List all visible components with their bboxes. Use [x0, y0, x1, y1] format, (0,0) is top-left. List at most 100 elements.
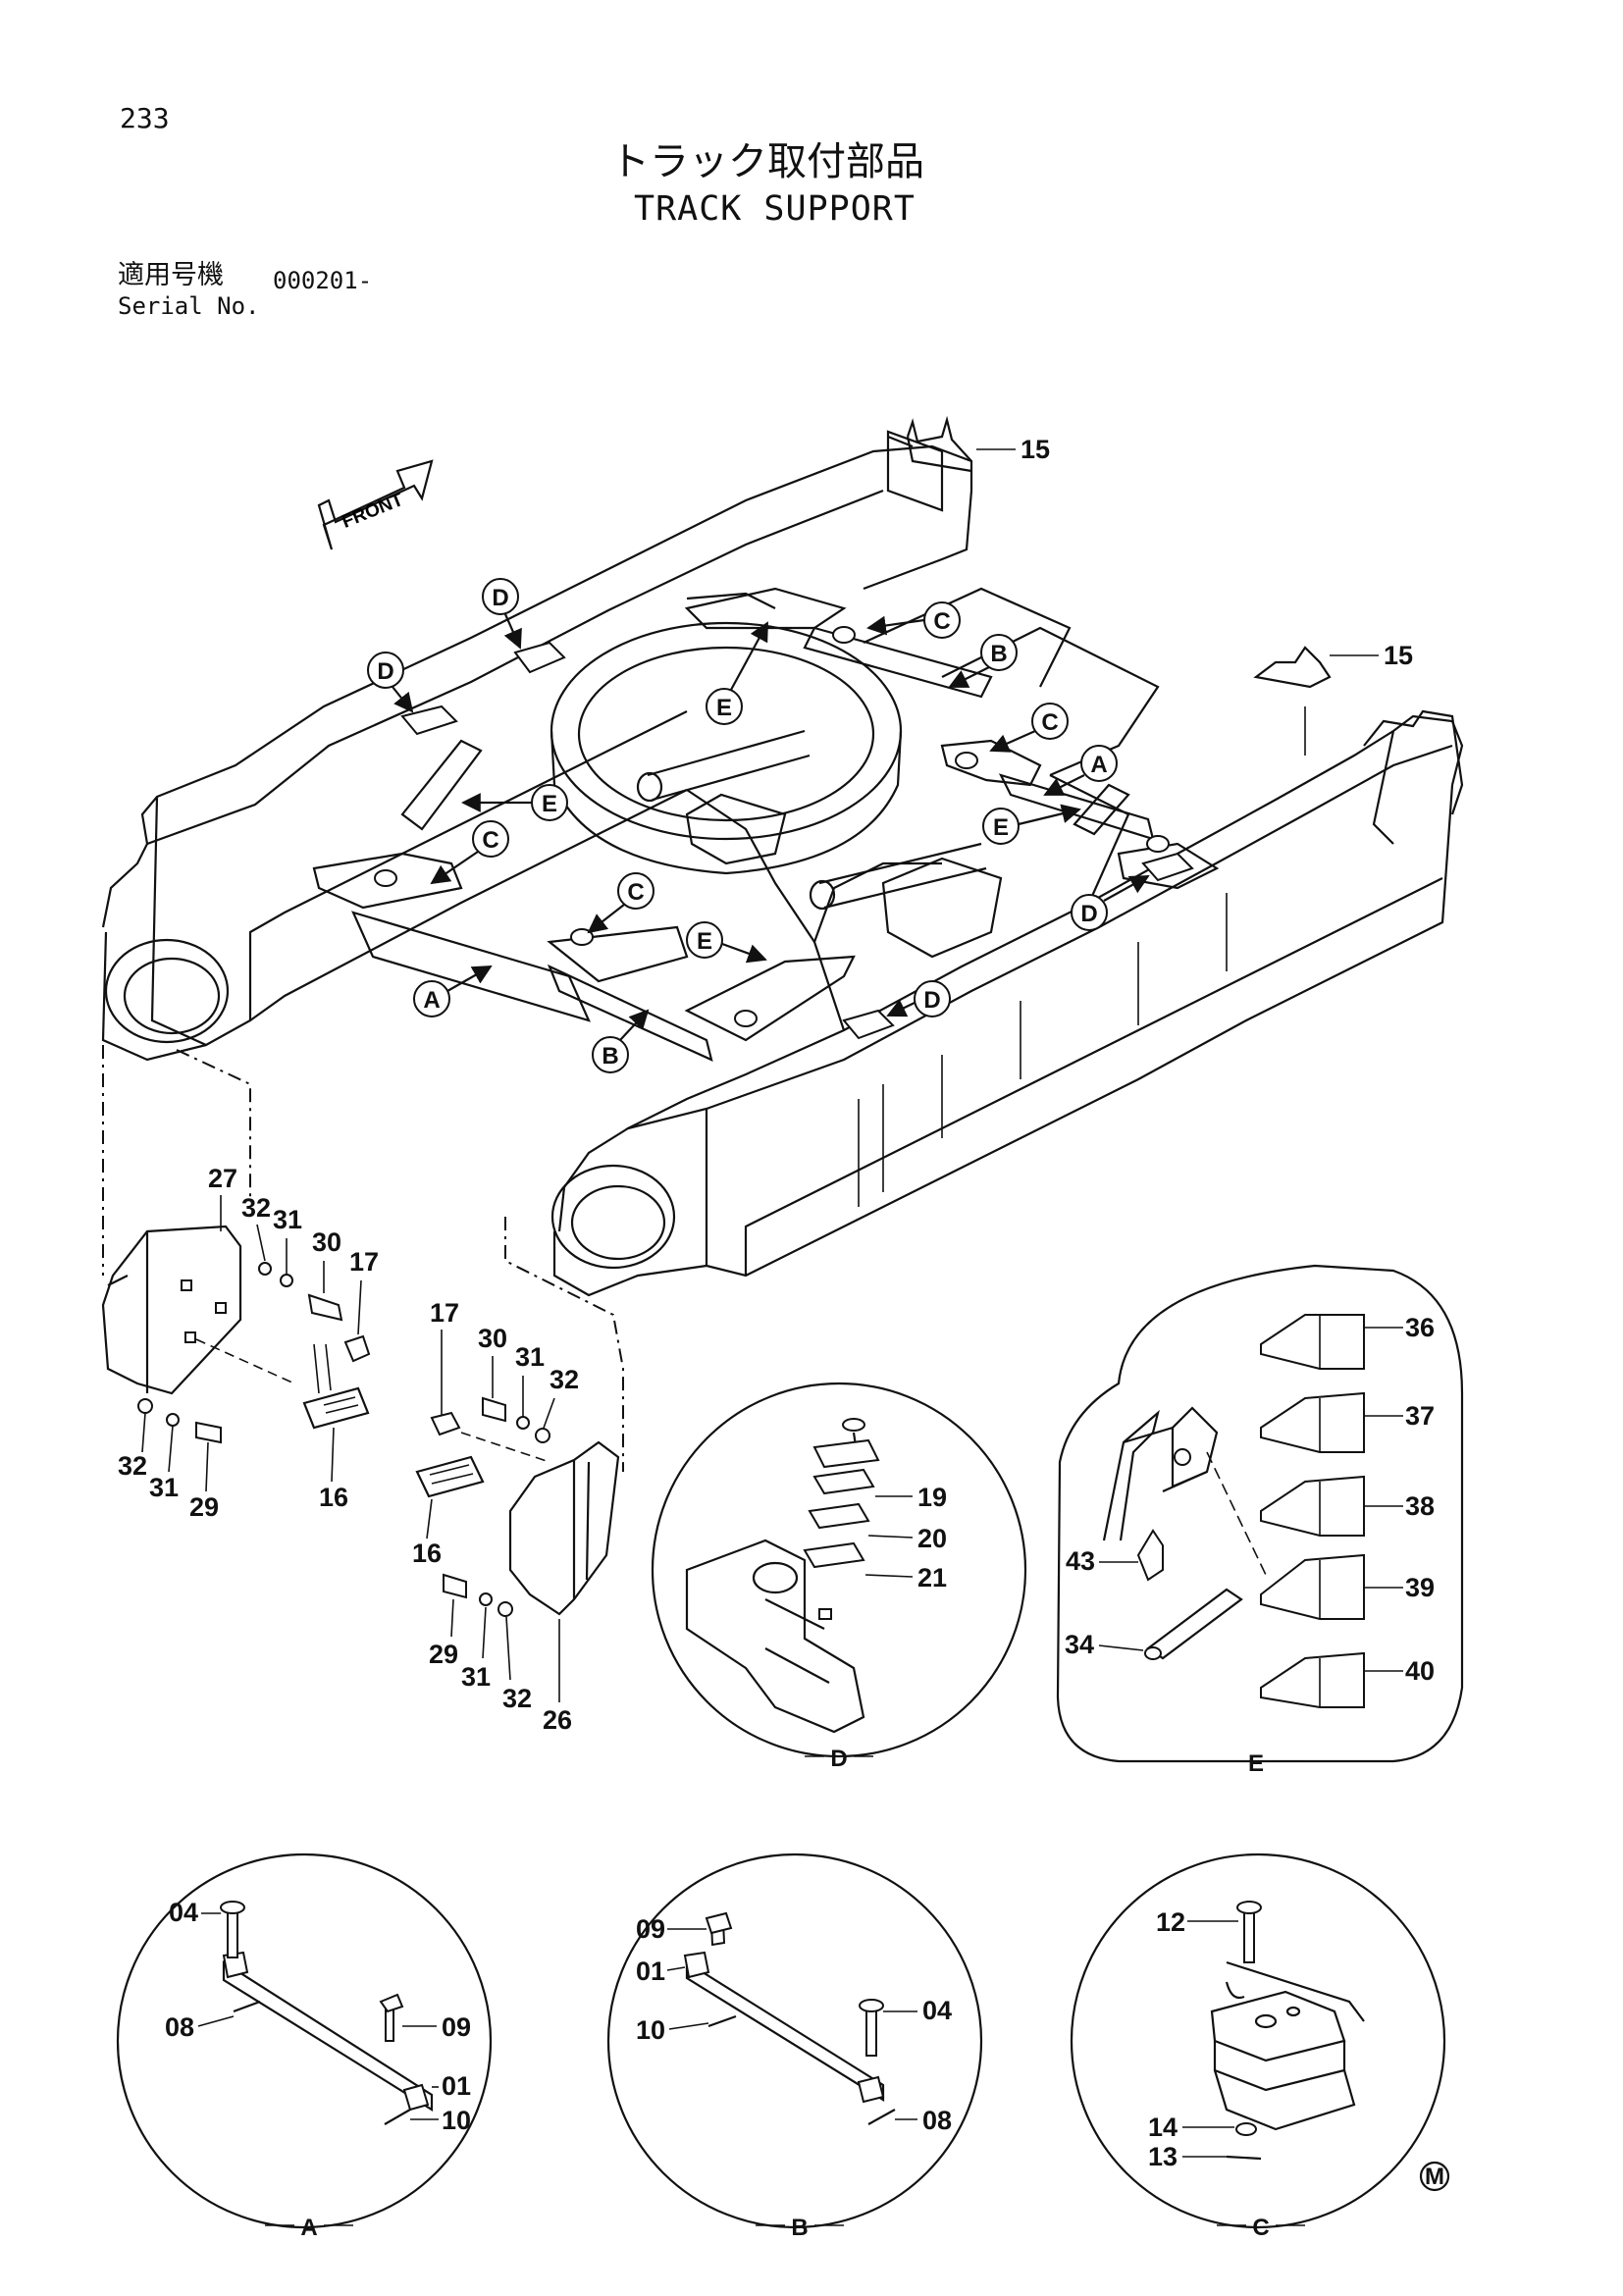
detail-label-d: D — [830, 1746, 847, 1772]
label-14: 14 — [1148, 2113, 1178, 2142]
detail-label-b: B — [791, 2215, 808, 2241]
svg-text:M: M — [1425, 2164, 1444, 2190]
label-15-top: 15 — [1021, 435, 1050, 464]
callout-c-right: C — [989, 703, 1069, 753]
label-26: 26 — [543, 1705, 572, 1735]
shim-37 — [1260, 1391, 1365, 1453]
page-number: 233 — [120, 102, 170, 134]
detail-label-a: A — [300, 2215, 317, 2241]
serial-label-english: Serial No. — [118, 292, 260, 320]
callout-d-top-2: D — [367, 652, 414, 713]
label-15-right: 15 — [1384, 641, 1413, 670]
label-17-b: 17 — [430, 1298, 459, 1328]
svg-text:D: D — [492, 585, 508, 611]
callout-a-left: A — [413, 965, 493, 1018]
label-10-b: 10 — [636, 2015, 665, 2045]
label-32-a: 32 — [241, 1193, 271, 1223]
serial-number-value: 000201- — [273, 267, 373, 294]
detail-e-frame — [1056, 1264, 1464, 1763]
svg-text:B: B — [602, 1043, 618, 1070]
svg-text:D: D — [1080, 901, 1097, 927]
track-guard-27 — [101, 1225, 242, 1395]
m-mark: M — [1419, 2161, 1450, 2192]
label-30-a: 30 — [312, 1227, 341, 1257]
label-29-b: 29 — [429, 1640, 458, 1669]
label-31-a: 31 — [273, 1205, 302, 1234]
svg-text:D: D — [923, 987, 940, 1014]
svg-text:E: E — [697, 928, 712, 955]
callout-e-center: E — [686, 921, 767, 964]
title-japanese: トラック取付部品 — [610, 139, 924, 184]
callout-c-center: C — [587, 872, 654, 934]
label-13: 13 — [1148, 2142, 1178, 2171]
svg-text:A: A — [423, 987, 440, 1014]
label-32-d: 32 — [502, 1684, 532, 1713]
callout-b-left: B — [592, 1009, 650, 1073]
guide-bracket-15-top — [906, 415, 972, 473]
label-31-c: 31 — [515, 1342, 545, 1372]
label-31-b: 31 — [149, 1473, 179, 1502]
label-04-a: 04 — [169, 1898, 198, 1927]
svg-text:C: C — [627, 879, 644, 906]
label-40: 40 — [1405, 1656, 1435, 1686]
label-39: 39 — [1405, 1573, 1435, 1602]
callout-e-right: E — [982, 804, 1081, 845]
leader-dashed-right — [504, 1217, 624, 1472]
callout-d-right: D — [1071, 875, 1150, 931]
callout-d-center: D — [886, 980, 951, 1018]
plate-16-left — [302, 1343, 370, 1430]
front-label: FRONT — [339, 490, 406, 533]
label-43: 43 — [1066, 1546, 1095, 1576]
front-arrow: FRONT — [317, 459, 434, 550]
label-20: 20 — [917, 1524, 947, 1553]
label-10-a: 10 — [442, 2106, 471, 2135]
label-29-a: 29 — [189, 1492, 219, 1522]
svg-text:C: C — [482, 827, 498, 854]
label-27: 27 — [208, 1164, 237, 1193]
serial-label-japanese: 適用号機 — [118, 260, 224, 290]
svg-text:C: C — [1041, 709, 1058, 736]
label-09-a: 09 — [442, 2012, 471, 2042]
guide-rails — [312, 587, 1220, 1062]
callout-d-top-1: D — [482, 578, 522, 650]
svg-text:A: A — [1090, 752, 1107, 778]
svg-text:C: C — [933, 608, 950, 635]
label-01-b: 01 — [636, 1957, 665, 1986]
detail-label-e: E — [1248, 1750, 1264, 1777]
label-08-a: 08 — [165, 2012, 194, 2042]
label-21: 21 — [917, 1563, 947, 1592]
svg-text:D: D — [377, 658, 393, 685]
detail-c-circle — [1070, 1852, 1446, 2229]
label-32-c: 32 — [550, 1365, 579, 1394]
label-08-b: 08 — [922, 2106, 952, 2135]
label-04-b: 04 — [922, 1996, 952, 2025]
callout-e-left: E — [461, 784, 568, 821]
callout-e-top: E — [706, 621, 768, 725]
label-16-b: 16 — [412, 1539, 442, 1568]
label-37: 37 — [1405, 1401, 1435, 1431]
callout-b-top: B — [948, 634, 1018, 688]
plate-16-center — [415, 1455, 485, 1498]
guide-bracket-15-right — [1253, 646, 1332, 756]
callout-c-top: C — [866, 601, 961, 639]
label-16-a: 16 — [319, 1483, 348, 1512]
shim-39 — [1260, 1553, 1365, 1620]
shim-38 — [1260, 1475, 1365, 1537]
svg-text:E: E — [993, 814, 1009, 841]
detail-d-circle — [651, 1382, 1027, 1758]
label-36: 36 — [1405, 1313, 1435, 1342]
label-17-a: 17 — [349, 1247, 379, 1277]
label-32-b: 32 — [118, 1451, 147, 1481]
svg-text:E: E — [542, 791, 557, 817]
callout-a-right: A — [1043, 745, 1118, 796]
label-01-a: 01 — [442, 2071, 471, 2101]
detail-label-c: C — [1252, 2215, 1269, 2241]
track-frame-drawing — [101, 430, 1464, 1297]
label-38: 38 — [1405, 1491, 1435, 1521]
label-19: 19 — [917, 1483, 947, 1512]
track-guard-26 — [508, 1440, 620, 1616]
label-09-b: 09 — [636, 1914, 665, 1944]
shim-40 — [1260, 1651, 1365, 1708]
svg-text:B: B — [990, 641, 1007, 667]
